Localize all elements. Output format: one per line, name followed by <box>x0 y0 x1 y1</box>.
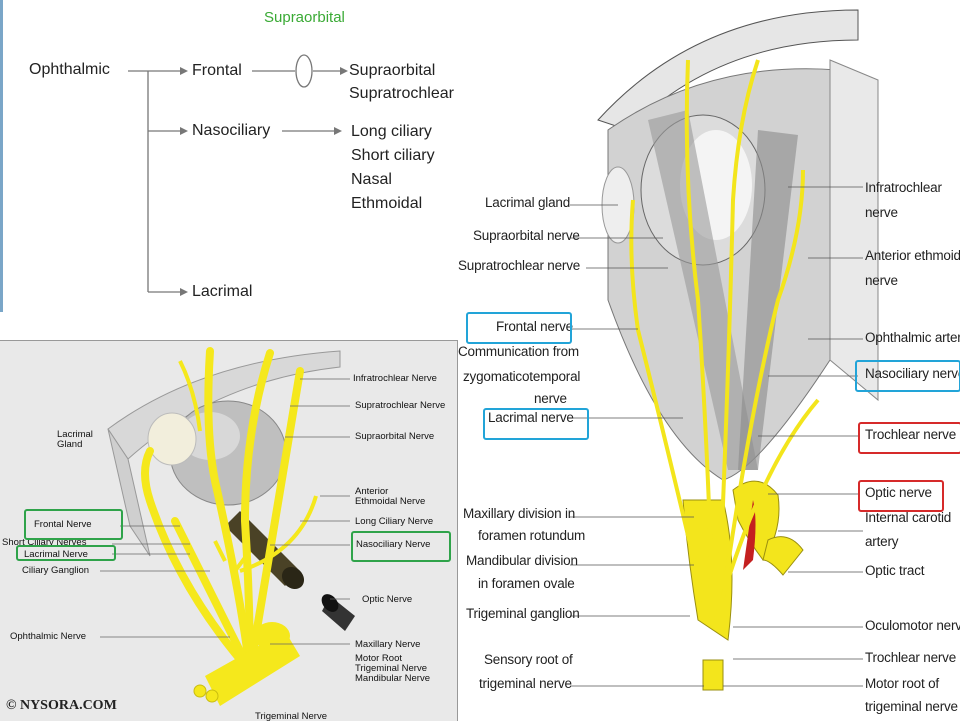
tree-connectors <box>128 54 348 296</box>
nysora-illustration <box>100 347 355 706</box>
label-ciliary-ganglion: Ciliary Ganglion <box>22 565 90 576</box>
label-foramen-ovale: in foramen ovale <box>478 576 575 591</box>
label-ophthalmic-artery: Ophthalmic artery <box>865 330 960 345</box>
nysora-watermark: © NYSORA.COM <box>6 698 117 713</box>
label-lacrimal-nerve: Lacrimal Nerve <box>24 549 88 560</box>
highlight-lacrimal-nerve-blue <box>483 408 589 440</box>
label-trochlear-nerve-top: Trochlear nerve <box>865 427 957 442</box>
label-lacrimal-nerve-r: Lacrimal nerve <box>488 410 574 425</box>
label-infratrochlear-nerve-word: nerve <box>865 205 898 220</box>
label-communication-from: Communication from <box>458 344 579 359</box>
label-long-ciliary-nerve: Long Ciliary Nerve <box>355 516 434 527</box>
label-internal-carotid: Internal carotid <box>865 510 952 525</box>
label-sensory-root-of: Sensory root of <box>484 652 573 667</box>
label-trigeminal-nerve-bottom: Trigeminal Nerve <box>255 711 327 722</box>
tree-leaf-short-ciliary: Short ciliary <box>351 147 435 164</box>
label-ethmoidal-nerve: Ethmoidal Nerve <box>355 496 426 507</box>
label-mandibular-division: Mandibular division <box>466 553 578 568</box>
tree-branch-frontal: Frontal <box>192 62 242 79</box>
label-artery: artery <box>865 534 899 549</box>
label-supratrochlear-nerve: Supratrochlear Nerve <box>355 400 446 411</box>
label-ophthalmic-nerve: Ophthalmic Nerve <box>10 631 87 642</box>
label-short-ciliary-nerves: Short Ciliary Nerves <box>2 537 87 548</box>
highlight-nasociliary-nerve-green <box>351 531 451 562</box>
label-lacrimal-gland: Lacrimal gland <box>485 195 570 210</box>
label-infratrochlear-nerve: Infratrochlear Nerve <box>353 373 437 384</box>
highlight-frontal-nerve-blue <box>466 312 572 344</box>
label-trigeminal-nerve-sensory: trigeminal nerve <box>479 676 572 691</box>
tree-root-ophthalmic: Ophthalmic <box>29 61 110 78</box>
label-optic-nerve-r: Optic nerve <box>865 485 932 500</box>
label-supraorbital-nerve: Supraorbital Nerve <box>355 431 435 442</box>
tree-leaf-supratrochlear: Supratrochlear <box>349 85 454 102</box>
label-infratrochlear: Infratrochlear <box>865 180 942 195</box>
label-lacrimal: Lacrimal <box>57 429 93 440</box>
label-motor-root: Motor Root <box>355 653 402 664</box>
label-anterior-ethmoidal-nerve-word: nerve <box>865 273 898 288</box>
label-trochlear-nerve-bottom: Trochlear nerve <box>865 650 957 665</box>
tree-branch-nasociliary: Nasociliary <box>192 122 271 139</box>
tree-left-border <box>0 0 3 312</box>
label-maxillary-division: Maxillary division in <box>463 506 576 521</box>
tree-leaf-nasal: Nasal <box>351 171 392 188</box>
label-nasociliary-nerve-r: Nasociliary nerve <box>865 366 960 381</box>
ophthalmic-branch-tree: Supraorbital Ophthalmic Frontal Nasocili… <box>0 0 470 315</box>
label-optic-tract: Optic tract <box>865 563 925 578</box>
label-anterior-ethmoidal: Anterior ethmoidal <box>865 248 960 263</box>
label-gland: Gland <box>57 439 83 450</box>
nysora-orbit-figure: Infratrochlear Nerve Supratrochlear Nerv… <box>0 340 458 722</box>
label-motor-root-of: Motor root of <box>865 676 939 691</box>
label-zygomaticotemporal: zygomaticotemporal <box>463 369 581 384</box>
highlight-trochlear-nerve-red <box>858 422 960 454</box>
highlight-nasociliary-nerve-blue <box>855 360 960 392</box>
label-oculomotor-nerve: Oculomotor nerve <box>865 618 960 633</box>
label-supratrochlear-nerve-r: Supratrochlear nerve <box>458 258 581 273</box>
highlight-frontal-nerve-green <box>24 509 123 540</box>
label-foramen-rotundum: foramen rotundum <box>478 528 586 543</box>
label-trigeminal-nerve-right: Trigeminal Nerve <box>355 663 427 674</box>
tree-header-label: Supraorbital <box>264 9 345 26</box>
label-trigeminal-ganglion: Trigeminal ganglion <box>466 606 580 621</box>
orbit-nerves-figure: Lacrimal gland Supraorbital nerve Suprat… <box>458 0 960 720</box>
tree-branch-lacrimal: Lacrimal <box>192 283 253 300</box>
label-frontal-nerve: Frontal Nerve <box>34 519 92 530</box>
label-optic-nerve: Optic Nerve <box>362 594 413 605</box>
label-nerve-comm: nerve <box>534 391 567 406</box>
label-frontal-nerve-r: Frontal nerve <box>496 319 573 334</box>
label-mandibular-nerve: Mandibular Nerve <box>355 673 430 684</box>
label-maxillary-nerve: Maxillary Nerve <box>355 639 421 650</box>
label-trigeminal-nerve-motor: trigeminal nerve <box>865 699 958 714</box>
label-anterior: Anterior <box>355 486 389 497</box>
tree-leaf-ethmoidal: Ethmoidal <box>351 195 423 212</box>
tree-leaf-supraorbital: Supraorbital <box>349 62 436 79</box>
highlight-lacrimal-nerve-green <box>16 545 116 561</box>
label-nasociliary-nerve: Nasociliary Nerve <box>356 539 431 550</box>
orbit-illustration <box>570 9 879 691</box>
tree-leaf-long-ciliary: Long ciliary <box>351 123 432 140</box>
highlight-optic-nerve-red <box>858 480 944 512</box>
label-supraorbital-nerve-r: Supraorbital nerve <box>473 228 580 243</box>
